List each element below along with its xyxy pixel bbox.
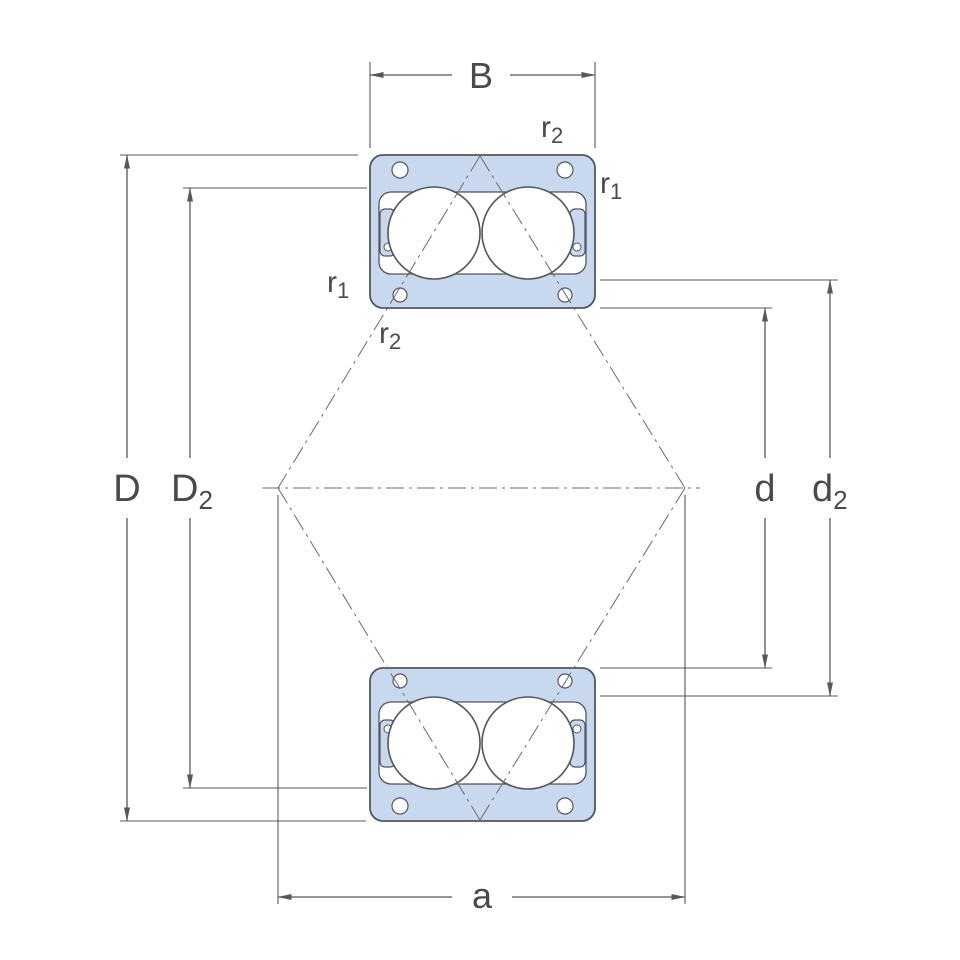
ball-bottom-right [481, 696, 575, 790]
dim-label-r2-lower: r2 [379, 317, 401, 354]
contact-line-upper-left [277, 155, 481, 489]
dim-label-r2-upper: r2 [541, 111, 563, 148]
ball-bottom-left [387, 696, 481, 790]
seal-right-top [569, 208, 586, 257]
dim-label-B: B [469, 55, 493, 96]
dim-label-a: a [472, 875, 493, 916]
seal-spring-icon [572, 724, 582, 734]
seal-groove-icon [556, 161, 574, 179]
seal-groove-icon [557, 287, 573, 303]
ball-top-left [387, 186, 481, 280]
seal-groove-icon [556, 797, 574, 815]
dim-label-r1-lower: r1 [327, 266, 349, 303]
seal-groove-icon [391, 161, 409, 179]
ball-top-right [481, 186, 575, 280]
dim-label-D: D [113, 468, 140, 510]
bearing-section-bottom [369, 667, 596, 822]
contact-line-lower-left [277, 487, 481, 821]
dim-label-d: d [754, 468, 775, 510]
seal-groove-icon [557, 673, 573, 689]
seal-groove-icon [391, 797, 409, 815]
bearing-section-top [369, 154, 596, 309]
contact-line-upper-right [479, 155, 686, 489]
dim-label-D2: D2 [171, 468, 213, 515]
seal-groove-icon [392, 287, 408, 303]
dim-label-d2: d2 [812, 468, 848, 515]
contact-line-lower-right [479, 487, 686, 821]
dim-label-r1-upper: r1 [600, 167, 622, 204]
seal-spring-icon [572, 242, 582, 252]
